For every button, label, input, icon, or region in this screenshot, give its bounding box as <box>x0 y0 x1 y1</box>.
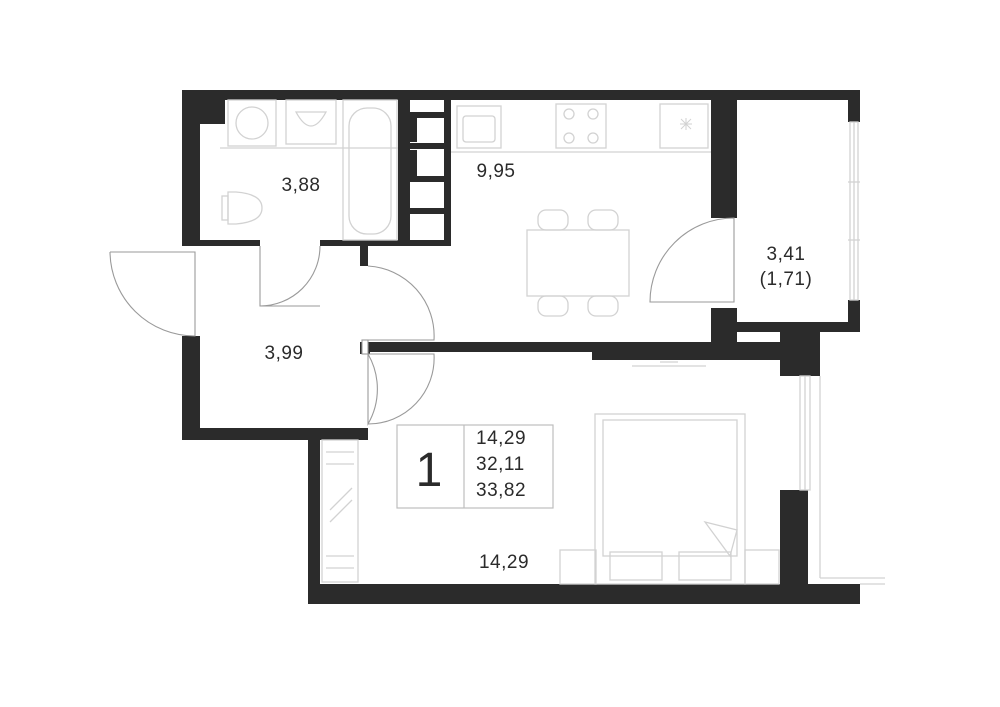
bathroom-door <box>259 245 321 307</box>
living-room-area-label: 14,29 <box>479 552 529 573</box>
shelf-unit-rail-5 <box>404 240 451 246</box>
dining-table <box>526 229 630 297</box>
shelf-unit-rail-1 <box>404 112 451 118</box>
living-fixtures <box>321 361 780 585</box>
bathroom-fixtures <box>220 99 398 241</box>
wall-left-lower <box>182 336 200 440</box>
kitchen-area-label: 9,95 <box>477 161 516 182</box>
living-area-value: 14,29 <box>476 428 526 449</box>
living-door <box>367 353 378 427</box>
wall-balcony-right-top <box>848 90 860 122</box>
wall-hall-bottom <box>182 428 368 440</box>
area-without-balcony-value: 32,11 <box>476 454 525 475</box>
bathroom-area-label: 3,88 <box>282 175 321 196</box>
wall-living-left <box>308 436 320 604</box>
shelf-unit-rail-2 <box>404 143 451 149</box>
chair-top-left <box>537 209 569 231</box>
kitchen-sink <box>456 105 502 149</box>
nightstand-right <box>744 549 780 585</box>
bathtub <box>342 99 398 241</box>
total-area-value: 33,82 <box>476 480 526 501</box>
hallway-area-label: 3,99 <box>265 343 304 364</box>
wall-bath-corner <box>200 100 225 124</box>
fridge-icon <box>680 118 692 130</box>
wall-living-bottom <box>308 584 860 604</box>
wall-bath-kitchen <box>398 100 406 246</box>
summary-box: 1 14,29 32,11 33,82 <box>396 424 554 509</box>
kitchen-fixtures <box>451 103 711 317</box>
wall-stub <box>360 246 368 266</box>
shelf-unit-rail-4 <box>404 208 451 214</box>
wall-living-right-top <box>780 332 808 376</box>
shelf-unit-bottom-left <box>404 112 417 142</box>
entrance-door <box>109 251 196 337</box>
wall-kitchen-balcony-top <box>711 90 737 218</box>
summary-box-frame <box>396 424 554 509</box>
balcony-reduced-area-label: (1,71) <box>760 269 813 290</box>
balcony-door <box>649 217 735 303</box>
windows <box>799 121 885 585</box>
wall-bath-bottom-right <box>320 240 404 246</box>
wall-top <box>182 90 860 100</box>
wall-balcony-bottom <box>720 322 860 332</box>
shelf-unit-rail-3 <box>404 176 451 182</box>
wall-kitchen-living <box>370 342 790 352</box>
wall-bath-bottom-left <box>182 240 260 246</box>
bed <box>594 413 746 585</box>
nightstand-left <box>559 549 597 585</box>
room-count: 1 <box>416 444 443 497</box>
pillow-left <box>609 551 663 581</box>
fridge <box>659 103 709 149</box>
chair-bottom-left <box>537 295 569 317</box>
stove <box>555 103 607 149</box>
shelf-unit-bottom-mid <box>404 150 417 176</box>
chair-bottom-right <box>587 295 619 317</box>
wall-kitchen-living-thick <box>592 342 790 360</box>
chair-top-right <box>587 209 619 231</box>
wardrobe <box>321 439 359 583</box>
balcony-area-label: 3,41 <box>767 244 806 265</box>
washing-machine <box>227 99 277 147</box>
walls <box>182 90 860 604</box>
doors <box>109 217 735 427</box>
shelf-unit-right <box>444 100 451 246</box>
bathroom-sink <box>285 99 337 145</box>
kitchen-door <box>367 265 435 341</box>
wall-living-right-edge <box>808 332 820 376</box>
pillow-right <box>678 551 732 581</box>
toilet <box>227 191 263 225</box>
wall-left-upper <box>182 90 200 246</box>
